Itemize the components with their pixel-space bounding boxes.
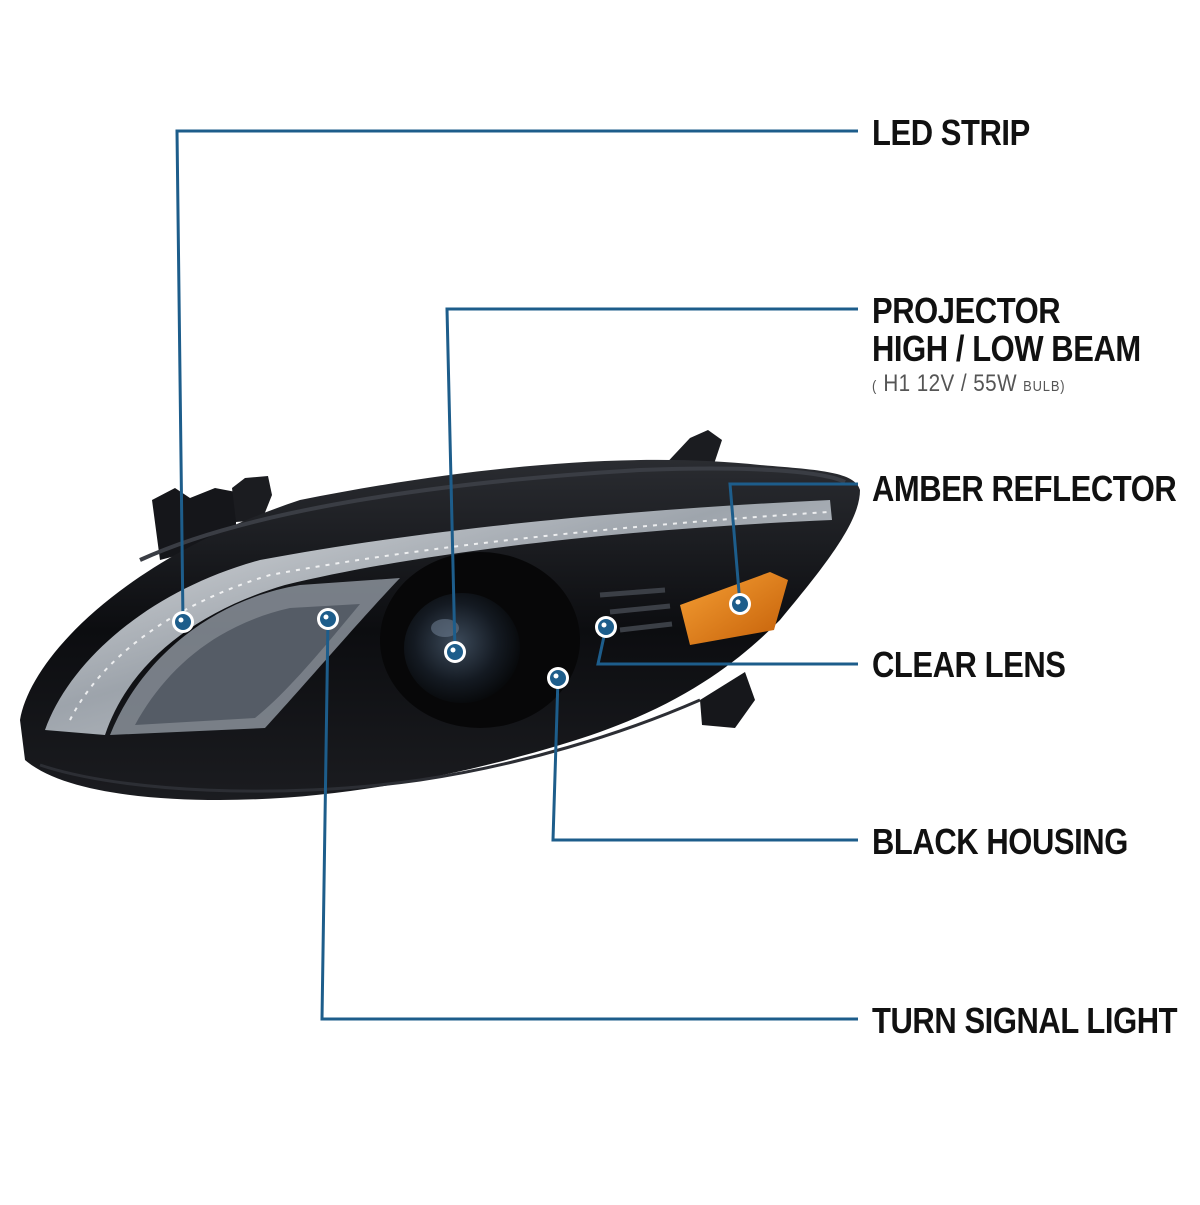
label-amber-reflector: AMBER REFLECTOR [872, 468, 1177, 509]
housing-bottom-lip [39, 698, 701, 793]
leader-dot-highlight-projector [450, 647, 456, 653]
leader-dot-highlight-turn-signal-light [323, 614, 329, 620]
leader-dot-highlight-clear-lens [601, 622, 607, 628]
leader-line-clear-lens [596, 626, 858, 666]
label-projector: PROJECTOR HIGH / LOW BEAM ( H1 12V / 55W… [872, 292, 1141, 401]
leader-dot-amber-reflector [732, 596, 748, 612]
label-led-strip: LED STRIP [872, 112, 1030, 153]
leader-line-amber-reflector [728, 482, 858, 605]
led-strip-shape [45, 500, 832, 735]
leader-dot-highlight-black-housing [553, 673, 559, 679]
turn-signal-inner [135, 604, 360, 725]
projector-lens-glint [431, 619, 459, 637]
callout-leaders [172, 129, 858, 1021]
leader-line-led-strip [175, 129, 858, 623]
leader-dot-highlight-amber-reflector [735, 599, 741, 605]
label-turn-signal-light: TURN SIGNAL LIGHT [872, 1000, 1178, 1041]
label-clear-lens: CLEAR LENS [872, 644, 1066, 685]
leader-dot-turn-signal-light [320, 611, 336, 627]
leader-line-black-housing [551, 677, 858, 842]
projector-bulb-spec: ( H1 12V / 55W BULB) [872, 370, 1066, 397]
housing-rim [139, 466, 846, 562]
clear-lens-fins [599, 587, 673, 633]
led-strip-glare [69, 511, 829, 721]
leader-dot-highlight-led-strip [178, 617, 184, 623]
leader-dot-black-housing [550, 670, 566, 686]
leader-line-projector [445, 307, 858, 653]
leader-dot-led-strip [175, 614, 191, 630]
label-black-housing: BLACK HOUSING [872, 821, 1128, 862]
leader-dot-projector [447, 644, 463, 660]
leader-line-turn-signal-light [320, 618, 858, 1021]
mount-bracket-mid [232, 476, 272, 522]
mount-bracket-lower [700, 672, 755, 728]
leader-dot-clear-lens [598, 619, 614, 635]
